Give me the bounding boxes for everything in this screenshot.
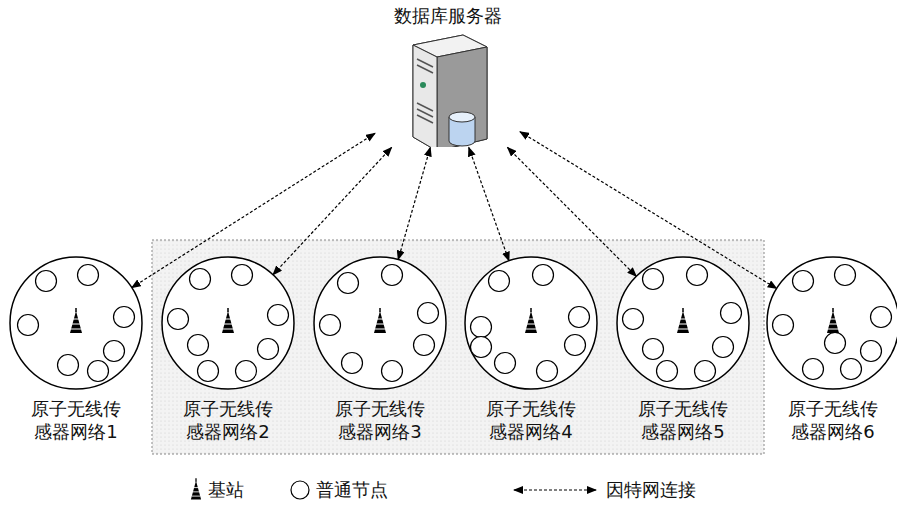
ordinary-node — [471, 317, 492, 338]
network-circle — [459, 253, 603, 393]
ordinary-node — [489, 271, 510, 292]
sensor-network: 原子无线传感器网络6 — [761, 253, 897, 444]
ordinary-node — [841, 359, 862, 380]
legend-item: 普通节点 — [288, 478, 388, 502]
ordinary-node — [78, 265, 99, 286]
sensor-network: 原子无线传感器网络1 — [4, 253, 148, 444]
ordinary-node — [643, 339, 664, 360]
sensor-network: 原子无线传感器网络3 — [308, 253, 452, 444]
network-circle — [611, 253, 755, 393]
ordinary-node — [623, 309, 644, 330]
ordinary-node — [168, 309, 189, 330]
ordinary-node — [320, 315, 341, 336]
internet-connection — [398, 147, 430, 259]
sensor-network: 原子无线传感器网络2 — [156, 253, 300, 444]
server-title: 数据库服务器 — [375, 4, 520, 27]
ordinary-node — [232, 265, 253, 286]
ordinary-node — [835, 265, 856, 286]
ordinary-node — [825, 333, 846, 354]
legend-text: 因特网连接 — [606, 478, 696, 502]
base-station-symbol — [374, 308, 386, 333]
internet-connection — [469, 147, 509, 260]
network-circle — [4, 253, 148, 393]
ordinary-node — [18, 315, 39, 336]
ordinary-node — [58, 355, 79, 376]
ordinary-node — [695, 361, 716, 382]
internet-connection — [273, 147, 392, 274]
ordinary-node — [188, 335, 209, 356]
legend-item: 基站 — [188, 478, 244, 502]
legend-text: 普通节点 — [316, 478, 388, 502]
base-station-symbol — [70, 308, 82, 333]
ordinary-node — [342, 353, 363, 374]
ordinary-node — [861, 341, 882, 362]
ordinary-node — [495, 353, 516, 374]
base-station-symbol — [222, 308, 234, 333]
base-station-symbol — [525, 308, 537, 333]
ordinary-node — [414, 335, 435, 356]
base-station-symbol — [827, 308, 839, 333]
ordinary-node — [713, 337, 734, 358]
ordinary-node — [793, 271, 814, 292]
ordinary-node — [198, 361, 219, 382]
ordinary-node — [418, 303, 439, 324]
ordinary-node — [537, 361, 558, 382]
ordinary-node — [471, 337, 492, 358]
ordinary-node — [773, 315, 794, 336]
network-label: 原子无线传感器网络4 — [486, 397, 576, 444]
ordinary-node — [88, 361, 109, 382]
ordinary-node — [657, 361, 678, 382]
server-icon — [375, 27, 520, 147]
ordinary-node — [569, 307, 590, 328]
legend-text: 基站 — [208, 478, 244, 502]
ordinary-node — [236, 361, 257, 382]
ordinary-node — [36, 271, 57, 292]
sensor-network: 原子无线传感器网络5 — [611, 253, 755, 444]
shaded-region — [152, 240, 764, 454]
ordinary-node — [803, 359, 824, 380]
ordinary-node — [565, 335, 586, 356]
ordinary-node — [190, 269, 211, 290]
legend-sample — [510, 478, 602, 502]
network-label: 原子无线传感器网络3 — [335, 397, 425, 444]
ordinary-node — [721, 303, 742, 324]
network-label: 原子无线传感器网络6 — [788, 397, 878, 444]
base-station-symbol — [191, 478, 201, 499]
network-label: 原子无线传感器网络5 — [638, 397, 728, 444]
ordinary-node — [338, 273, 359, 294]
ordinary-node — [382, 361, 403, 382]
network-circle — [156, 253, 300, 393]
ordinary-node — [104, 341, 125, 362]
ordinary-node — [114, 307, 135, 328]
base-station-symbol — [677, 308, 689, 333]
network-label: 原子无线传感器网络1 — [31, 397, 121, 444]
legend-sample — [288, 478, 312, 502]
network-label: 原子无线传感器网络2 — [183, 397, 273, 444]
network-circle — [308, 253, 452, 393]
network-circle — [761, 253, 897, 393]
ordinary-node — [268, 305, 289, 326]
ordinary-node — [687, 265, 708, 286]
legend-item: 因特网连接 — [510, 478, 696, 502]
ordinary-node — [533, 265, 554, 286]
ordinary-node — [643, 269, 664, 290]
legend-sample — [188, 478, 204, 502]
ordinary-node — [871, 307, 892, 328]
ordinary-node — [258, 339, 279, 360]
ordinary-node — [382, 265, 403, 286]
database-server: 数据库服务器 — [375, 4, 520, 147]
sensor-network: 原子无线传感器网络4 — [459, 253, 603, 444]
